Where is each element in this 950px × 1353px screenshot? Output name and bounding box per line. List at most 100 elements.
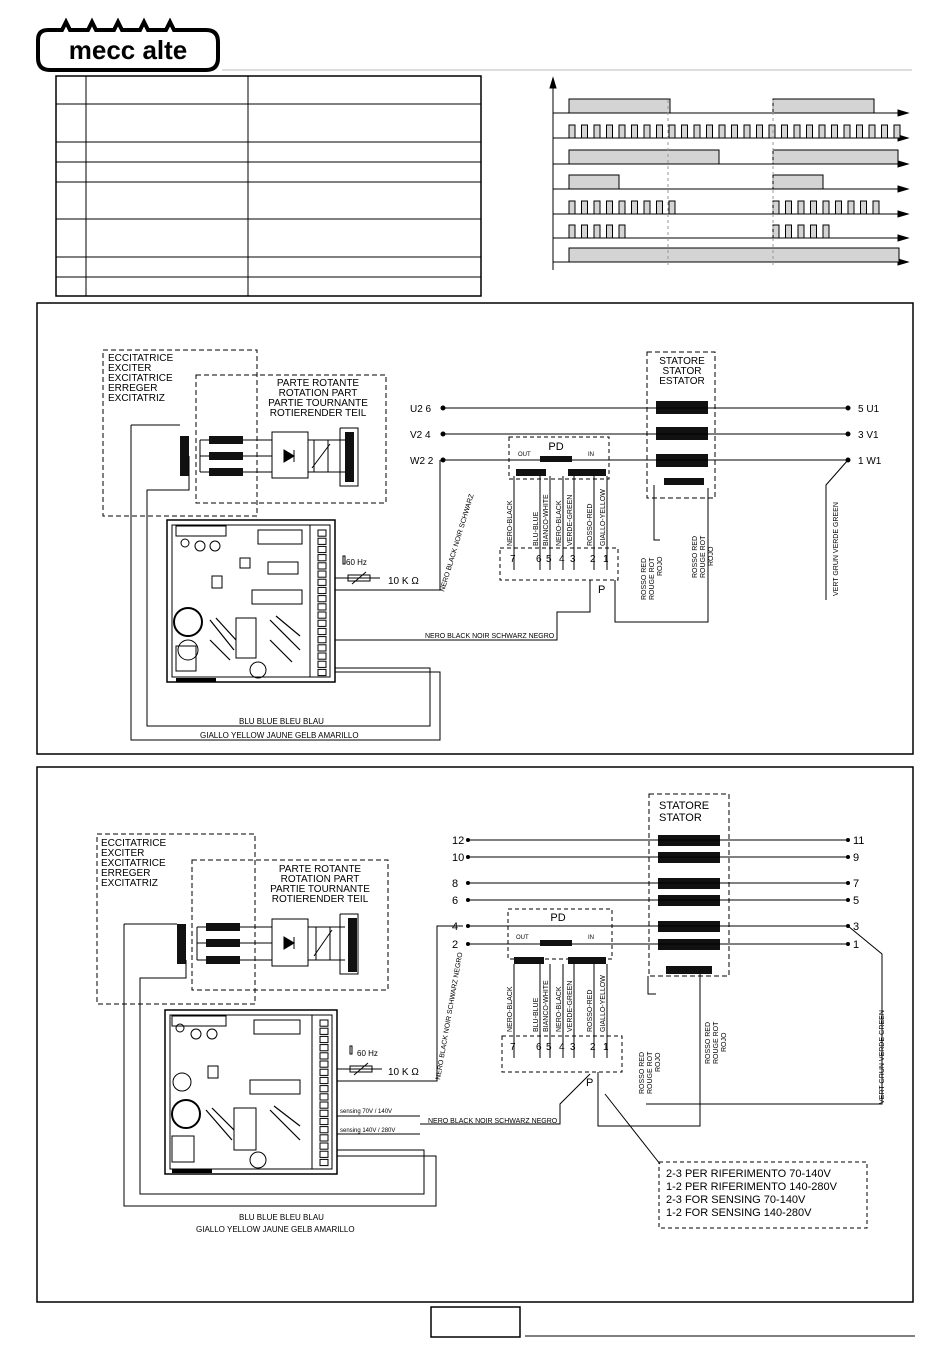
timing-pulse bbox=[706, 124, 713, 139]
svg-text:EXCITER: EXCITER bbox=[108, 363, 151, 374]
timing-pulse bbox=[860, 200, 867, 215]
timing-pulse bbox=[868, 124, 876, 139]
timing-pulse bbox=[668, 200, 676, 215]
pd-wire-label: VERDE-GREEN bbox=[567, 495, 574, 546]
svg-text:5 U1: 5 U1 bbox=[858, 404, 880, 415]
terminal-pin bbox=[317, 570, 327, 578]
timing-pulse bbox=[631, 200, 638, 215]
terminal-pin bbox=[317, 619, 327, 627]
timing-pulse bbox=[797, 200, 805, 215]
terminal-dot bbox=[466, 855, 470, 859]
terminal-pin bbox=[319, 1044, 329, 1052]
svg-text:V2 4: V2 4 bbox=[410, 430, 431, 441]
wire-rosso-4a: ROSSO RED bbox=[705, 1022, 712, 1064]
timing-chart bbox=[549, 76, 910, 270]
svg-text:U2 6: U2 6 bbox=[410, 404, 432, 415]
timing-pulse bbox=[668, 124, 676, 139]
timing-pulse bbox=[822, 200, 830, 215]
pd-pin-number: 2 bbox=[590, 554, 596, 565]
terminal-pin bbox=[319, 1093, 329, 1101]
terminal-dot bbox=[846, 881, 850, 885]
timing-pulse bbox=[772, 98, 875, 114]
timing-pulse bbox=[810, 200, 817, 215]
svg-text:ESTATOR: ESTATOR bbox=[659, 376, 705, 387]
hz-label-2: 60 Hz bbox=[357, 1049, 378, 1058]
svg-text:ECCITATRICE: ECCITATRICE bbox=[101, 838, 167, 849]
timing-pulse bbox=[718, 124, 726, 139]
terminal-pin bbox=[319, 1019, 329, 1027]
pd-label: PD bbox=[548, 441, 563, 453]
pd-pin-number: 5 bbox=[546, 1042, 552, 1053]
pd-wire-label: NERO-BLACK bbox=[507, 986, 514, 1032]
terminal-label-right: 11 bbox=[853, 835, 864, 847]
terminal-dot bbox=[466, 942, 470, 946]
timing-pulse bbox=[772, 174, 824, 190]
pd-pin-number: 2 bbox=[590, 1042, 596, 1053]
timing-pulse bbox=[872, 200, 880, 215]
pot-label-2: 10 K Ω bbox=[388, 1067, 419, 1078]
svg-text:ROTATION PART: ROTATION PART bbox=[279, 388, 358, 399]
wire-verde-2: VERT GRUN VERDE GREEN bbox=[879, 1010, 886, 1104]
timing-pulse bbox=[581, 124, 588, 139]
wire-rosso-4c: ROJO bbox=[721, 1032, 728, 1052]
pd-box-2 bbox=[507, 908, 613, 960]
wiring-diagram-2: ECCITATRICE EXCITER EXCITATRICE ERREGER … bbox=[36, 766, 914, 1303]
terminal-pin bbox=[319, 1052, 329, 1060]
sensing-label-1: sensing 70V / 140V bbox=[340, 1109, 392, 1115]
terminal-dot bbox=[466, 924, 470, 928]
timing-pulse bbox=[631, 124, 638, 139]
timing-pulse bbox=[643, 124, 651, 139]
wire-blu: BLU BLUE BLEU BLAU bbox=[239, 717, 324, 726]
wire-rosso-3a: ROSSO RED bbox=[639, 1052, 646, 1094]
terminal-pin bbox=[319, 1068, 329, 1076]
pd-out-label-2: OUT bbox=[516, 935, 529, 941]
timing-pulse bbox=[781, 124, 788, 139]
pd-pin-number: 1 bbox=[603, 1042, 609, 1053]
brand-logo: mecc alte bbox=[36, 17, 220, 72]
wire-rosso-1c: ROJO bbox=[657, 556, 664, 576]
wire-rosso-3b: ROUGE ROT bbox=[647, 1051, 654, 1094]
pd-pin-number: 5 bbox=[546, 554, 552, 565]
svg-text:2-3 PER RIFERIMENTO 70-140V: 2-3 PER RIFERIMENTO 70-140V bbox=[666, 1168, 832, 1180]
terminal-label-right: 9 bbox=[853, 852, 859, 864]
svg-text:ECCITATRICE: ECCITATRICE bbox=[108, 353, 174, 364]
terminal-pin bbox=[319, 1035, 329, 1044]
timing-pulse bbox=[847, 200, 855, 215]
terminal-pin bbox=[317, 627, 327, 636]
pd-wire-label: BLU-BLUE bbox=[533, 997, 540, 1032]
terminal-pin bbox=[319, 1027, 329, 1035]
stator-labels: STATORE STATOR ESTATOR bbox=[659, 356, 705, 387]
terminal-pin bbox=[319, 1085, 329, 1093]
timing-pulse bbox=[568, 247, 900, 263]
sensing-label-2: sensing 140V / 280V bbox=[340, 1128, 395, 1134]
svg-text:1-2 PER RIFERIMENTO 140-280V: 1-2 PER RIFERIMENTO 140-280V bbox=[666, 1181, 838, 1193]
svg-text:PARTE ROTANTE: PARTE ROTANTE bbox=[279, 864, 362, 875]
svg-text:PARTIE TOURNANTE: PARTIE TOURNANTE bbox=[268, 398, 368, 409]
exciter-winding bbox=[180, 436, 189, 476]
svg-text:ERREGER: ERREGER bbox=[108, 383, 157, 394]
terminal-pin bbox=[319, 1101, 329, 1109]
timing-pulse bbox=[656, 124, 663, 139]
pd-wire-label: GIALLO-YELLOW bbox=[600, 489, 607, 546]
pd-pin-number: 1 bbox=[603, 554, 609, 565]
svg-text:EXCITATRICE: EXCITATRICE bbox=[101, 858, 166, 869]
terminal-label-left: 10 bbox=[452, 852, 464, 864]
wire-giallo: GIALLO YELLOW JAUNE GELB AMARILLO bbox=[200, 731, 359, 740]
pd-in-label: IN bbox=[588, 452, 594, 458]
svg-text:2-3 FOR SENSING 70-140V: 2-3 FOR SENSING 70-140V bbox=[666, 1194, 806, 1206]
pd-box bbox=[508, 436, 610, 480]
wire-rosso-1a: ROSSO RED bbox=[641, 558, 648, 600]
svg-text:STATORE: STATORE bbox=[659, 356, 705, 367]
svg-text:1 W1: 1 W1 bbox=[858, 456, 882, 467]
timing-pulse bbox=[581, 224, 588, 239]
timing-pulse bbox=[606, 200, 613, 215]
timing-pulse bbox=[831, 124, 838, 139]
pd-pin-number: 7 bbox=[510, 1042, 516, 1053]
terminal-label-left: 6 bbox=[452, 895, 458, 907]
timing-arrow bbox=[897, 185, 910, 193]
timing-pulse bbox=[772, 200, 780, 215]
terminal-label-right: 3 bbox=[853, 921, 859, 933]
timing-pulse bbox=[772, 224, 780, 239]
svg-text:EXCITER: EXCITER bbox=[101, 848, 144, 859]
timing-pulse bbox=[818, 124, 826, 139]
